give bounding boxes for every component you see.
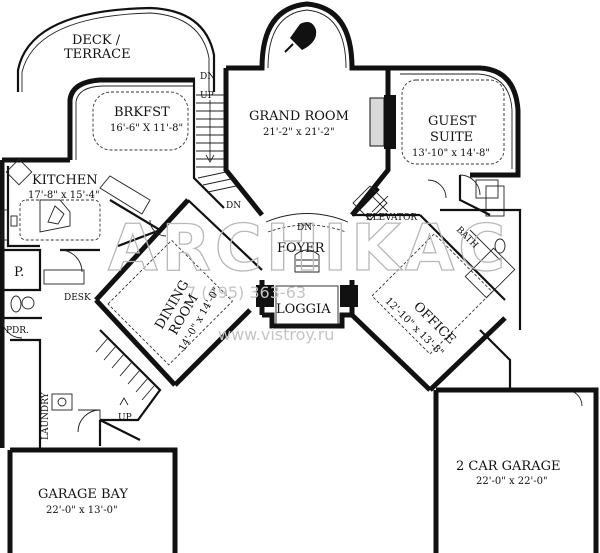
elevator-label: ELEVATOR (366, 213, 417, 223)
deck-outline (16, 6, 216, 92)
lower-stair (95, 329, 162, 422)
bath-walls (440, 208, 522, 330)
watermark-phone: 7 (495) 363-63 (186, 283, 306, 302)
foyer-dn-label: DN (297, 223, 312, 233)
loggia-walls (262, 285, 352, 329)
kitchen-dimensions: 17'-8" x 15'-4" (28, 190, 100, 201)
watermark-site: www.vistroy.ru (218, 325, 334, 344)
piano-icon (284, 22, 317, 53)
office-label-group: OFFICE 12'-10" x 13'-8" (383, 296, 459, 359)
garage-bay-dimensions: 22'-0" x 13'-0" (46, 505, 118, 516)
kitchen-label: KITCHEN (32, 173, 98, 188)
loggia-label: LOGGIA (276, 302, 331, 317)
stair-dn-mid-label: DN (226, 201, 241, 211)
garage-dimensions: 22'-0" x 22'-0" (476, 476, 548, 487)
two-car-garage-walls (433, 329, 599, 553)
service-wing-walls (0, 248, 102, 450)
deck-label-line2: TERRACE (64, 47, 131, 62)
garage-bay-label: GARAGE BAY (38, 487, 128, 502)
guest-suite-walls (388, 65, 521, 217)
breakfast-bay (67, 77, 195, 160)
guest-suite-dimensions: 13'-10" x 14'-8" (412, 148, 490, 159)
garage-label: 2 CAR GARAGE (456, 459, 560, 474)
guest-suite-label-line1: GUEST (428, 114, 477, 129)
desk-label: DESK (64, 293, 91, 303)
grand-room-label: GRAND ROOM (249, 109, 349, 124)
office-walls (350, 213, 507, 392)
stair-dn-top-label: DN (200, 72, 215, 82)
main-stair (192, 80, 251, 209)
grand-room-dimensions: 21'-2" x 21'-2" (263, 127, 335, 138)
laundry-label-group: LAUNDRY (41, 391, 51, 440)
watermark-brand: ARCHIKAC (108, 212, 509, 286)
breakfast-dimensions: 16'-6" X 11'-8" (110, 123, 183, 134)
laundry-label: LAUNDRY (41, 391, 51, 440)
foyer-label: FOYER (277, 241, 326, 256)
elevator (350, 185, 389, 221)
foyer-walls (256, 213, 358, 315)
deck-label-line1: DECK / (72, 33, 121, 48)
guest-suite-label-line2: SUITE (430, 130, 473, 145)
watermark: ARCHIKAC 7 (495) 363-63 www.vistroy.ru (107, 211, 509, 344)
breakfast-label: BRKFST (114, 105, 170, 120)
stair-up-bottom-label: UP (118, 413, 132, 423)
stair-up-top-label: UP (200, 91, 214, 101)
powder-label: PDR. (6, 326, 29, 336)
pantry-label: P. (14, 265, 24, 280)
garage-bay-walls (7, 419, 178, 553)
kitchen-walls (0, 157, 163, 250)
